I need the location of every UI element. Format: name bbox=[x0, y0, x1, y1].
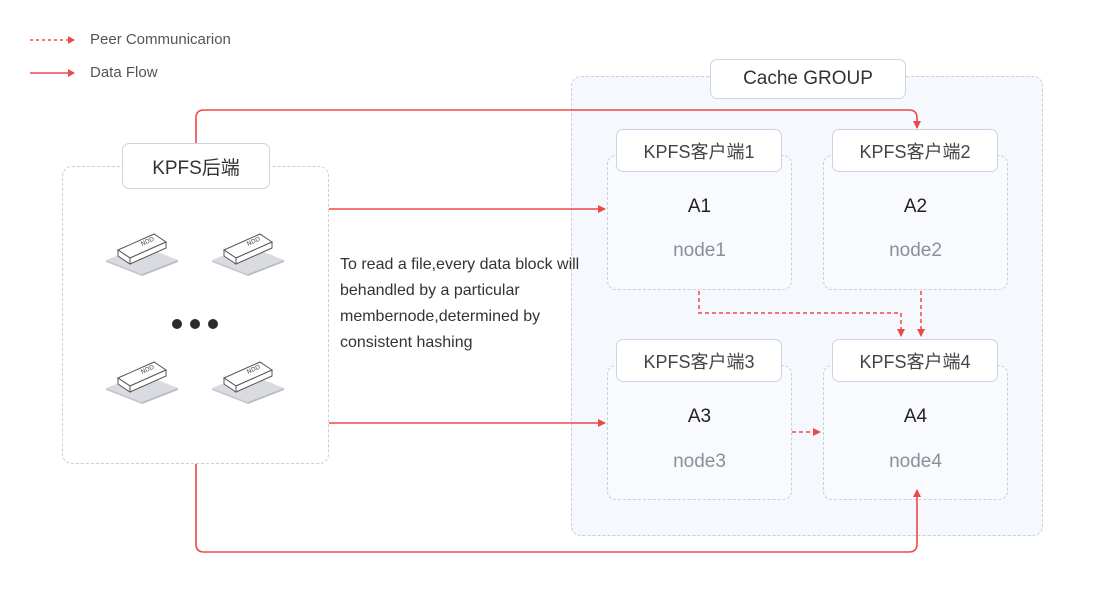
backend-label: KPFS后端 bbox=[122, 143, 270, 189]
legend-dotted-arrow-icon bbox=[30, 36, 75, 44]
client-node-2[interactable] bbox=[823, 155, 1008, 290]
client-node-4[interactable] bbox=[823, 365, 1008, 500]
client-label-1: KPFS客户端1 bbox=[616, 129, 782, 172]
backend-group bbox=[62, 166, 329, 464]
client-label-3: KPFS客户端3 bbox=[616, 339, 782, 382]
legend-solid-arrow-icon bbox=[30, 69, 75, 77]
legend-peer-label: Peer Communicarion bbox=[90, 31, 231, 48]
client-id-1: A1 bbox=[687, 196, 712, 217]
description-text: To read a file,every data block will beh… bbox=[340, 256, 580, 351]
client-node-3[interactable] bbox=[607, 365, 792, 500]
client-id-3: A3 bbox=[687, 406, 712, 427]
legend-dataflow-label: Data Flow bbox=[90, 64, 158, 81]
client-node-name-2: node2 bbox=[889, 240, 942, 261]
client-label-4: KPFS客户端4 bbox=[832, 339, 998, 382]
legend-arrows bbox=[30, 36, 75, 77]
client-label-2: KPFS客户端2 bbox=[832, 129, 998, 172]
hdd-device-icon: NDD bbox=[210, 228, 286, 281]
client-id-2: A2 bbox=[903, 196, 928, 217]
more-icon bbox=[168, 316, 222, 334]
hdd-device-icon: NDD bbox=[210, 356, 286, 409]
cache-group-label: Cache GROUP bbox=[710, 59, 906, 99]
hdd-device-icon: NDD bbox=[104, 228, 180, 281]
hdd-device-icon: NDD bbox=[104, 356, 180, 409]
client-node-name-1: node1 bbox=[673, 240, 726, 261]
client-node-name-4: node4 bbox=[889, 451, 942, 472]
dataflow-backend-to-a2 bbox=[195, 109, 921, 143]
client-node-name-3: node3 bbox=[673, 451, 726, 472]
dataflow-backend-to-a4 bbox=[195, 464, 921, 553]
client-id-4: A4 bbox=[903, 406, 928, 427]
peer-a1-to-a4 bbox=[698, 291, 905, 337]
